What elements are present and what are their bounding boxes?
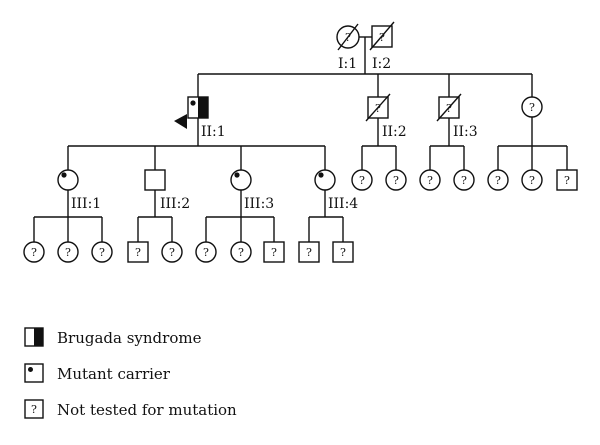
not-tested-mark: ? [461, 174, 467, 187]
legend-untested-icon: ? [24, 399, 44, 419]
not-tested-mark: ? [446, 102, 452, 115]
not-tested-mark: ? [393, 174, 399, 187]
not-tested-mark: ? [379, 31, 385, 44]
proband-arrow-icon [174, 114, 187, 129]
not-tested-mark: ? [375, 102, 381, 115]
deceased-slash [369, 21, 395, 51]
deceased-slash [436, 93, 462, 122]
female-symbol [230, 169, 252, 191]
not-tested-mark: ? [529, 174, 535, 187]
label-III1: III:1 [71, 196, 101, 212]
individual-IV-male: ? [263, 241, 285, 263]
individual-III-male: ? [556, 169, 578, 191]
individual-III-female: ? [521, 169, 543, 191]
individual-III-female: ? [351, 169, 373, 191]
carrier-dot [61, 172, 67, 178]
not-tested-mark: ? [99, 246, 105, 259]
individual-IV-female: ? [57, 241, 79, 263]
not-tested-mark: ? [340, 246, 346, 259]
individual-III-female: ? [419, 169, 441, 191]
label-I1: I:1 [338, 56, 357, 72]
not-tested-mark: ? [31, 403, 37, 416]
not-tested-mark: ? [31, 246, 37, 259]
not-tested-mark: ? [271, 246, 277, 259]
label-II3: II:3 [453, 124, 478, 140]
not-tested-mark: ? [495, 174, 501, 187]
individual-II2: ? [365, 93, 391, 122]
carrier-dot [234, 172, 240, 178]
individual-II3: ? [436, 93, 462, 122]
individual-IV-female: ? [91, 241, 113, 263]
not-tested-mark: ? [135, 246, 141, 259]
not-tested-mark: ? [169, 246, 175, 259]
individual-III1 [57, 169, 79, 191]
individual-IV-male: ? [332, 241, 354, 263]
individual-III-female: ? [487, 169, 509, 191]
female-symbol [314, 169, 336, 191]
individual-IV-male: ? [298, 241, 320, 263]
label-III3: III:3 [244, 196, 274, 212]
individual-II-female: ? [521, 96, 543, 118]
not-tested-mark: ? [65, 246, 71, 259]
legend-carrier-label: Mutant carrier [57, 365, 171, 383]
label-II1: II:1 [201, 124, 226, 140]
not-tested-mark: ? [345, 31, 351, 44]
individual-I1: ? [336, 23, 360, 51]
label-II2: II:2 [382, 124, 407, 140]
legend-affected-icon [24, 327, 44, 347]
not-tested-mark: ? [427, 174, 433, 187]
individual-IV-female: ? [161, 241, 183, 263]
individual-III3 [230, 169, 252, 191]
legend: Brugada syndrome Mutant carrier ? Not te… [24, 327, 237, 419]
individual-I2: ? [369, 21, 395, 51]
not-tested-mark: ? [306, 246, 312, 259]
individual-IV-male: ? [127, 241, 149, 263]
carrier-dot [190, 100, 196, 106]
individual-III4 [314, 169, 336, 191]
individual-IV-female: ? [230, 241, 252, 263]
legend-untested-label: Not tested for mutation [57, 401, 237, 419]
label-III4: III:4 [328, 196, 358, 212]
deceased-slash [337, 23, 359, 51]
male-symbol [144, 169, 166, 191]
individual-III2 [144, 169, 166, 191]
deceased-slash [365, 93, 391, 122]
not-tested-mark: ? [359, 174, 365, 187]
label-III2: III:2 [160, 196, 190, 212]
not-tested-mark: ? [203, 246, 209, 259]
legend-carrier-icon [24, 363, 44, 383]
carrier-dot [318, 172, 324, 178]
individual-IV-female: ? [23, 241, 45, 263]
individual-IV-female: ? [195, 241, 217, 263]
individual-II1-proband [174, 96, 209, 129]
individual-III-female: ? [453, 169, 475, 191]
not-tested-mark: ? [529, 101, 535, 114]
label-I2: I:2 [372, 56, 391, 72]
not-tested-mark: ? [238, 246, 244, 259]
affected-half-fill [198, 97, 208, 118]
legend-affected-label: Brugada syndrome [57, 329, 202, 347]
not-tested-mark: ? [564, 174, 570, 187]
individual-III-female: ? [385, 169, 407, 191]
female-symbol [57, 169, 79, 191]
